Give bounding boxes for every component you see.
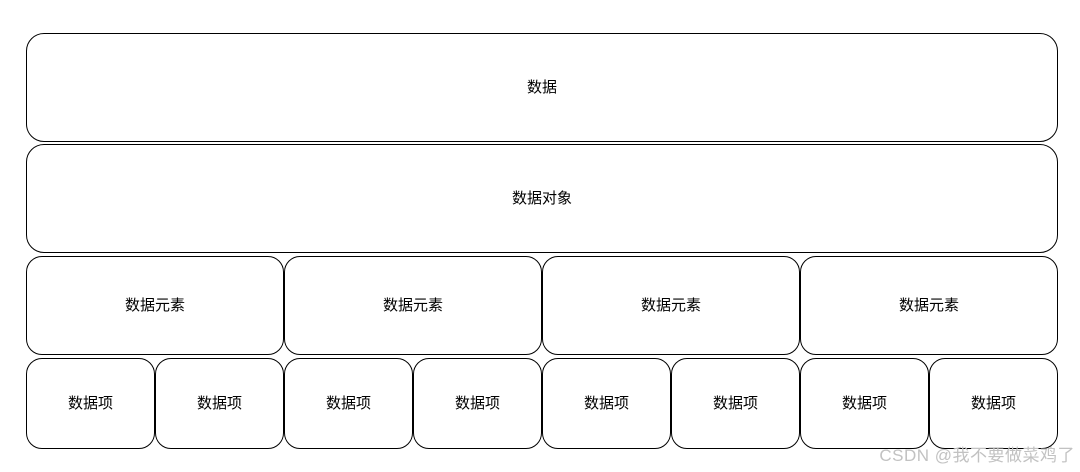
box-data-object: 数据对象 bbox=[26, 144, 1058, 253]
box-data-item-label: 数据项 bbox=[196, 395, 242, 412]
box-data-item-label: 数据项 bbox=[712, 395, 758, 412]
box-data-item-2: 数据项 bbox=[155, 358, 284, 449]
box-data-item-label: 数据项 bbox=[583, 395, 629, 412]
box-data-item-label: 数据项 bbox=[970, 395, 1016, 412]
box-data-item-4: 数据项 bbox=[413, 358, 542, 449]
box-data-item-5: 数据项 bbox=[542, 358, 671, 449]
box-data-item-3: 数据项 bbox=[284, 358, 413, 449]
box-data-element-label: 数据元素 bbox=[640, 297, 701, 314]
box-data-item-label: 数据项 bbox=[67, 395, 113, 412]
box-data-object-label: 数据对象 bbox=[511, 190, 572, 207]
box-data-item-6: 数据项 bbox=[671, 358, 800, 449]
data-structure-diagram: 数据 数据对象 数据元素 数据元素 数据元素 数据元素 数据项 数据项 bbox=[26, 33, 1058, 449]
box-data-element-4: 数据元素 bbox=[800, 256, 1058, 355]
box-data-item-1: 数据项 bbox=[26, 358, 155, 449]
box-data: 数据 bbox=[26, 33, 1058, 142]
box-data-element-2: 数据元素 bbox=[284, 256, 542, 355]
box-data-element-label: 数据元素 bbox=[382, 297, 443, 314]
box-data-item-label: 数据项 bbox=[841, 395, 887, 412]
data-element-row: 数据元素 数据元素 数据元素 数据元素 bbox=[26, 256, 1058, 355]
box-data-label: 数据 bbox=[526, 79, 557, 96]
box-data-item-8: 数据项 bbox=[929, 358, 1058, 449]
watermark: CSDN @我不要做菜鸡了 bbox=[879, 446, 1075, 465]
box-data-item-7: 数据项 bbox=[800, 358, 929, 449]
box-data-item-label: 数据项 bbox=[454, 395, 500, 412]
box-data-element-1: 数据元素 bbox=[26, 256, 284, 355]
box-data-item-label: 数据项 bbox=[325, 395, 371, 412]
box-data-element-3: 数据元素 bbox=[542, 256, 800, 355]
box-data-element-label: 数据元素 bbox=[124, 297, 185, 314]
data-item-row: 数据项 数据项 数据项 数据项 数据项 数据项 数据项 数据项 bbox=[26, 358, 1058, 449]
box-data-element-label: 数据元素 bbox=[898, 297, 959, 314]
